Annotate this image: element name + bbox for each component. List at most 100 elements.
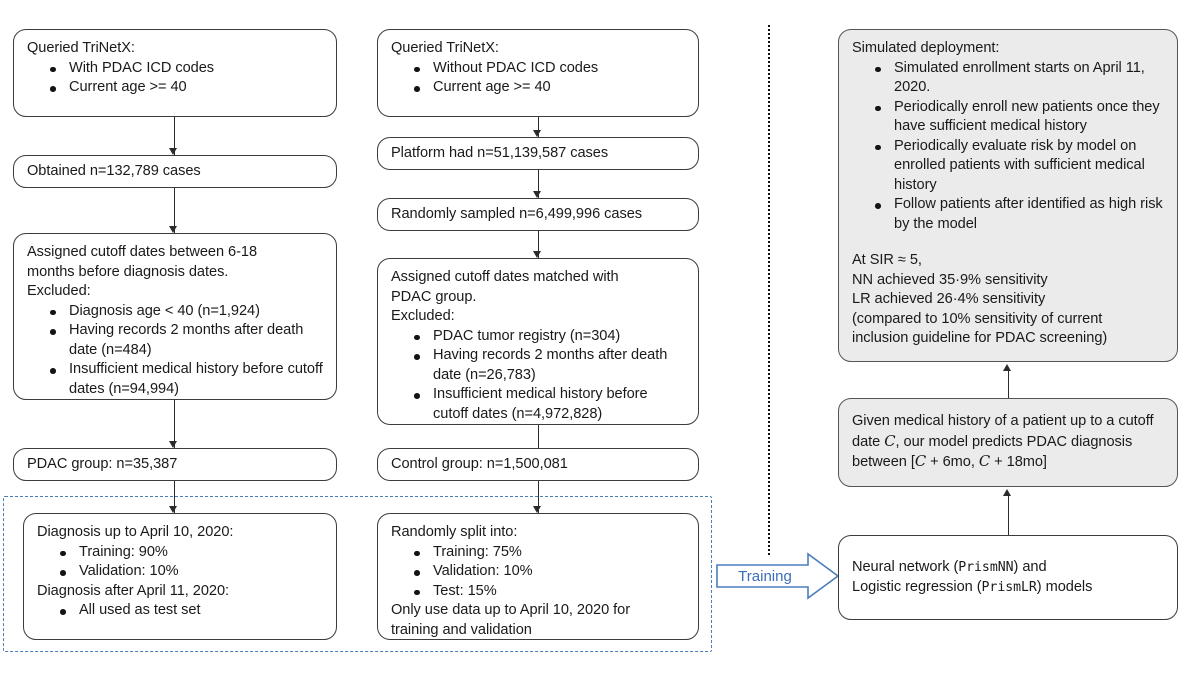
list-item: Periodically enroll new patients once th… bbox=[852, 98, 1164, 137]
right-result-line-5: inclusion guideline for PDAC screening) bbox=[852, 330, 1108, 346]
left-pdac-group-text: PDAC group: n=35,387 bbox=[27, 455, 178, 472]
left-split-box: Diagnosis up to April 10, 2020: Training… bbox=[23, 513, 337, 640]
connector-middle-4 bbox=[538, 425, 539, 455]
connector-middle-1 bbox=[538, 117, 539, 137]
left-query-box: Queried TriNetX: With PDAC ICD codes Cur… bbox=[13, 29, 337, 117]
left-cutoff-line2: months before diagnosis dates. bbox=[27, 263, 229, 280]
right-task-part1: Given medical history of a patient up to… bbox=[852, 413, 1154, 450]
right-task-text: Given medical history of a patient up to… bbox=[852, 412, 1164, 473]
middle-control-group-text: Control group: n=1,500,081 bbox=[391, 455, 568, 472]
left-split-bullet-list-2: All used as test set bbox=[37, 601, 323, 621]
middle-control-group-box: Control group: n=1,500,081 bbox=[377, 448, 699, 481]
middle-cutoff-box: Assigned cutoff dates matched with PDAC … bbox=[377, 258, 699, 425]
middle-query-title: Queried TriNetX: bbox=[391, 40, 499, 56]
middle-cutoff-excluded-label: Excluded: bbox=[391, 308, 455, 324]
right-result-line-3: LR achieved 26·4% sensitivity bbox=[852, 291, 1046, 307]
connector-middle-2 bbox=[538, 170, 539, 198]
list-item: Follow patients after identified as high… bbox=[852, 195, 1164, 234]
middle-cutoff-line2: PDAC group. bbox=[391, 288, 477, 305]
arrowhead-right-1 bbox=[1003, 364, 1012, 371]
middle-split-line1: Randomly split into: bbox=[391, 524, 518, 540]
middle-query-box: Queried TriNetX: Without PDAC ICD codes … bbox=[377, 29, 699, 117]
connector-middle-5 bbox=[538, 481, 539, 513]
arrowhead-middle-1 bbox=[533, 130, 542, 137]
right-task-box: Given medical history of a patient up to… bbox=[838, 398, 1178, 487]
arrowhead-left-4 bbox=[169, 506, 178, 513]
model-name-nn: PrismNN bbox=[958, 560, 1014, 575]
arrowhead-left-1 bbox=[169, 148, 178, 155]
right-task-part2: , our model predicts PDAC diagnosis betw… bbox=[852, 433, 1133, 471]
list-item: Training: 90% bbox=[37, 543, 323, 563]
right-result-line-1: At SIR ≈ 5, bbox=[852, 252, 922, 268]
left-cutoff-line1: Assigned cutoff dates between 6-18 bbox=[27, 244, 258, 260]
arrowhead-left-3 bbox=[169, 441, 178, 448]
models-line2-post: ) models bbox=[1036, 578, 1093, 595]
symbol-c-1: C bbox=[884, 432, 896, 450]
models-line1-pre: Neural network ( bbox=[852, 559, 959, 575]
right-task-part4: + 18mo] bbox=[990, 454, 1047, 471]
right-result-line-2: NN achieved 35·9% sensitivity bbox=[852, 271, 1048, 288]
connector-left-4 bbox=[174, 481, 175, 513]
connector-middle-3 bbox=[538, 231, 539, 258]
middle-split-line2: Only use data up to April 10, 2020 for bbox=[391, 602, 631, 618]
middle-split-line3: training and validation bbox=[391, 621, 532, 638]
left-split-bullet-list-1: Training: 90% Validation: 10% bbox=[37, 543, 323, 582]
left-query-title: Queried TriNetX: bbox=[27, 40, 135, 56]
left-cutoff-excluded-label: Excluded: bbox=[27, 283, 91, 299]
left-split-line1: Diagnosis up to April 10, 2020: bbox=[37, 524, 234, 540]
arrowhead-middle-3 bbox=[533, 251, 542, 258]
list-item: Simulated enrollment starts on April 11,… bbox=[852, 59, 1164, 98]
right-models-text: Neural network (PrismNN) and Logistic re… bbox=[852, 558, 1092, 597]
middle-platform-text: Platform had n=51,139,587 cases bbox=[391, 144, 609, 161]
list-item: Validation: 10% bbox=[391, 562, 685, 582]
left-obtained-text: Obtained n=132,789 cases bbox=[27, 162, 201, 179]
section-divider bbox=[768, 25, 770, 555]
middle-sampled-text: Randomly sampled n=6,499,996 cases bbox=[391, 205, 643, 222]
right-deployment-bullet-list: Simulated enrollment starts on April 11,… bbox=[852, 59, 1164, 235]
middle-platform-box: Platform had n=51,139,587 cases bbox=[377, 137, 699, 170]
list-item: Validation: 10% bbox=[37, 562, 323, 582]
training-arrow-label: Training bbox=[738, 567, 792, 585]
connector-right-2 bbox=[1008, 495, 1009, 535]
arrowhead-middle-2 bbox=[533, 191, 542, 198]
list-item: All used as test set bbox=[37, 601, 323, 621]
right-deployment-box: Simulated deployment: Simulated enrollme… bbox=[838, 29, 1178, 362]
left-pdac-group-box: PDAC group: n=35,387 bbox=[13, 448, 337, 481]
right-task-part3: + 6mo, bbox=[926, 454, 979, 471]
left-cutoff-bullet-list: Diagnosis age < 40 (n=1,924) Having reco… bbox=[27, 302, 323, 400]
middle-split-box: Randomly split into: Training: 75% Valid… bbox=[377, 513, 699, 640]
left-query-bullet-list: With PDAC ICD codes Current age >= 40 bbox=[27, 59, 323, 98]
left-cutoff-box: Assigned cutoff dates between 6-18 month… bbox=[13, 233, 337, 400]
training-data-region bbox=[3, 496, 712, 652]
connector-left-2 bbox=[174, 188, 175, 233]
list-item: Having records 2 months after death date… bbox=[27, 321, 323, 360]
right-models-box: Neural network (PrismNN) and Logistic re… bbox=[838, 535, 1178, 620]
list-item: Insufficient medical history before cuto… bbox=[27, 360, 323, 399]
connector-right-1 bbox=[1008, 370, 1009, 398]
middle-query-bullet-list: Without PDAC ICD codes Current age >= 40 bbox=[391, 59, 685, 98]
middle-sampled-box: Randomly sampled n=6,499,996 cases bbox=[377, 198, 699, 231]
list-item: Insufficient medical history before cuto… bbox=[391, 385, 685, 424]
arrowhead-right-2 bbox=[1003, 489, 1012, 496]
list-item: Test: 15% bbox=[391, 582, 685, 602]
middle-cutoff-bullet-list: PDAC tumor registry (n=304) Having recor… bbox=[391, 327, 685, 425]
list-item: Current age >= 40 bbox=[391, 78, 685, 98]
list-item: Periodically evaluate risk by model on e… bbox=[852, 137, 1164, 196]
list-item: Having records 2 months after death date… bbox=[391, 346, 685, 385]
arrowhead-middle-5 bbox=[533, 506, 542, 513]
left-split-line2: Diagnosis after April 11, 2020: bbox=[37, 582, 230, 599]
list-item: Without PDAC ICD codes bbox=[391, 59, 685, 79]
training-arrow-shape bbox=[716, 552, 840, 600]
models-line1-post: ) and bbox=[1013, 559, 1047, 575]
middle-split-bullet-list: Training: 75% Validation: 10% Test: 15% bbox=[391, 543, 685, 602]
middle-cutoff-line1: Assigned cutoff dates matched with bbox=[391, 269, 619, 285]
list-item: Current age >= 40 bbox=[27, 78, 323, 98]
model-name-lr: PrismLR bbox=[981, 579, 1037, 595]
symbol-c-3: C bbox=[978, 453, 991, 471]
right-result-line-4: (compared to 10% sensitivity of current bbox=[852, 310, 1103, 327]
spacer bbox=[852, 234, 1164, 251]
arrowhead-left-2 bbox=[169, 226, 178, 233]
list-item: Training: 75% bbox=[391, 543, 685, 563]
list-item: Diagnosis age < 40 (n=1,924) bbox=[27, 302, 323, 322]
